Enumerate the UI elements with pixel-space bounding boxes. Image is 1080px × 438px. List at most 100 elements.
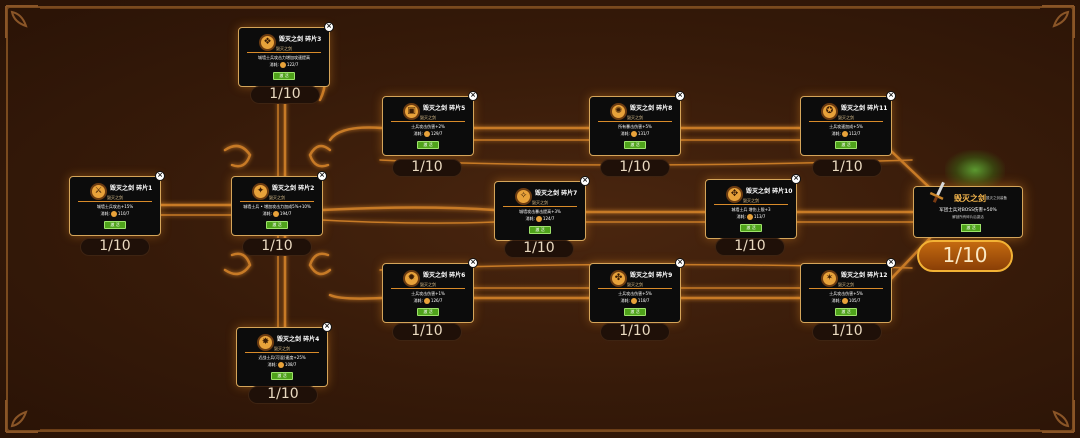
close-icon[interactable]: × xyxy=(322,322,332,332)
activate-button[interactable]: 激 活 xyxy=(835,141,857,149)
sword-icon xyxy=(929,181,945,203)
fragment-subtitle: 毁灭之剑 xyxy=(274,346,290,351)
close-icon[interactable]: × xyxy=(580,176,590,186)
activate-button[interactable]: 激 活 xyxy=(835,308,857,316)
fragment-subtitle: 毁灭之剑 xyxy=(107,195,123,200)
coin-icon xyxy=(841,298,848,304)
close-icon[interactable]: × xyxy=(886,258,896,268)
fragment-title: 毁灭之剑 碎片12 xyxy=(841,272,888,279)
close-icon[interactable]: × xyxy=(791,174,801,184)
fragment-subtitle: 毁灭之剑 xyxy=(838,115,854,120)
activate-button[interactable]: 激 活 xyxy=(417,308,439,316)
final-reward-card[interactable]: 毁灭之剑 毁灭之剑装备 军团士兵对BOSS伤害+50% 解锁所有碎片后激活 激 … xyxy=(913,181,1023,238)
cost-value: 122/7 xyxy=(286,62,299,67)
fragment-title: 毁灭之剑 碎片6 xyxy=(423,272,466,279)
fragment-cost: 消耗:108/7 xyxy=(237,362,327,368)
close-icon[interactable]: × xyxy=(155,171,165,181)
activate-button[interactable]: 激 活 xyxy=(529,226,551,234)
close-icon[interactable]: × xyxy=(324,22,334,32)
activate-button[interactable]: 激 活 xyxy=(740,224,762,232)
divider xyxy=(598,288,672,289)
fragment-progress-count-3: 1/10 xyxy=(250,86,320,104)
fragment-description: 士兵攻击伤害+5% xyxy=(618,291,652,296)
cost-value: 108/7 xyxy=(284,362,297,367)
close-icon[interactable]: × xyxy=(675,91,685,101)
cost-label: 消耗: xyxy=(831,298,841,303)
activate-button[interactable]: 激 活 xyxy=(624,308,646,316)
fragment-icon: ✪ xyxy=(821,103,838,120)
fragment-progress-count-5: 1/10 xyxy=(392,159,462,177)
fragment-title: 毁灭之剑 碎片9 xyxy=(630,272,673,279)
fragment-cost: 消耗:113/7 xyxy=(706,214,796,220)
divider xyxy=(240,201,314,202)
fragment-description: 城墙攻击暴击提高+3% xyxy=(519,209,561,214)
cost-value: 131/7 xyxy=(637,131,650,136)
cost-label: 消耗: xyxy=(413,298,423,303)
fragment-title: 毁灭之剑 碎片8 xyxy=(630,105,673,112)
coin-icon xyxy=(279,62,286,68)
final-progress-count: 1/10 xyxy=(917,240,1013,272)
close-icon[interactable]: × xyxy=(886,91,896,101)
fragment-description: 所有暴击伤害+5% xyxy=(618,124,652,129)
divider xyxy=(391,121,465,122)
coin-icon xyxy=(535,216,542,222)
cost-value: 118/7 xyxy=(637,298,650,303)
close-icon[interactable]: × xyxy=(675,258,685,268)
coin-icon xyxy=(630,298,637,304)
fragment-description: 城墙士兵攻击+15% xyxy=(96,204,134,209)
fragment-cost: 消耗:118/7 xyxy=(590,298,680,304)
activate-button[interactable]: 激 活 xyxy=(271,372,293,380)
close-icon[interactable]: × xyxy=(468,91,478,101)
corner-ornament-bottom-left xyxy=(5,400,38,433)
fragment-subtitle: 毁灭之剑 xyxy=(269,195,285,200)
fragment-title: 毁灭之剑 碎片7 xyxy=(535,190,578,197)
fragment-cost: 消耗: 131/7 xyxy=(590,131,680,137)
corner-ornament-bottom-right xyxy=(1042,400,1075,433)
fragment-progress-count-10: 1/10 xyxy=(715,238,785,256)
activate-button[interactable]: 激 活 xyxy=(104,221,126,229)
cost-value: 110/7 xyxy=(117,211,130,216)
divider xyxy=(809,288,883,289)
cost-label: 消耗: xyxy=(831,131,841,136)
activate-button[interactable]: 激 活 xyxy=(266,221,288,229)
coin-icon xyxy=(841,131,848,137)
fragment-title: 毁灭之剑 碎片10 xyxy=(746,188,793,195)
activate-button[interactable]: 激 活 xyxy=(273,72,295,80)
coin-icon xyxy=(630,131,637,137)
final-activate-button[interactable]: 激 活 xyxy=(961,224,981,232)
final-description: 军团士兵对BOSS伤害+50% xyxy=(939,208,997,213)
divider xyxy=(809,121,883,122)
cost-label: 消耗: xyxy=(262,211,272,216)
fragment-icon: ✦ xyxy=(252,183,269,200)
activate-button[interactable]: 激 活 xyxy=(624,141,646,149)
close-icon[interactable]: × xyxy=(468,258,478,268)
fragment-subtitle: 毁灭之剑 xyxy=(627,115,643,120)
close-icon[interactable]: × xyxy=(317,171,327,181)
fragment-cost: 消耗: 112/7 xyxy=(801,131,891,137)
fragment-cost: 消耗:110/7 xyxy=(70,211,160,217)
fragment-description: 士兵攻击伤害+2% xyxy=(411,124,445,129)
activate-button[interactable]: 激 活 xyxy=(417,141,439,149)
cost-label: 消耗: xyxy=(413,131,423,136)
cost-value: 194/7 xyxy=(279,211,292,216)
cost-value: 112/7 xyxy=(848,131,861,136)
final-glow xyxy=(945,150,1005,190)
fragment-description: 士兵攻速加成+5% xyxy=(829,124,863,129)
divider xyxy=(598,121,672,122)
final-description-2: 解锁所有碎片后激活 xyxy=(952,215,984,219)
fragment-cost: 消耗:129/7 xyxy=(383,131,473,137)
fragment-progress-count-1: 1/10 xyxy=(80,238,150,256)
cost-label: 消耗: xyxy=(620,131,630,136)
